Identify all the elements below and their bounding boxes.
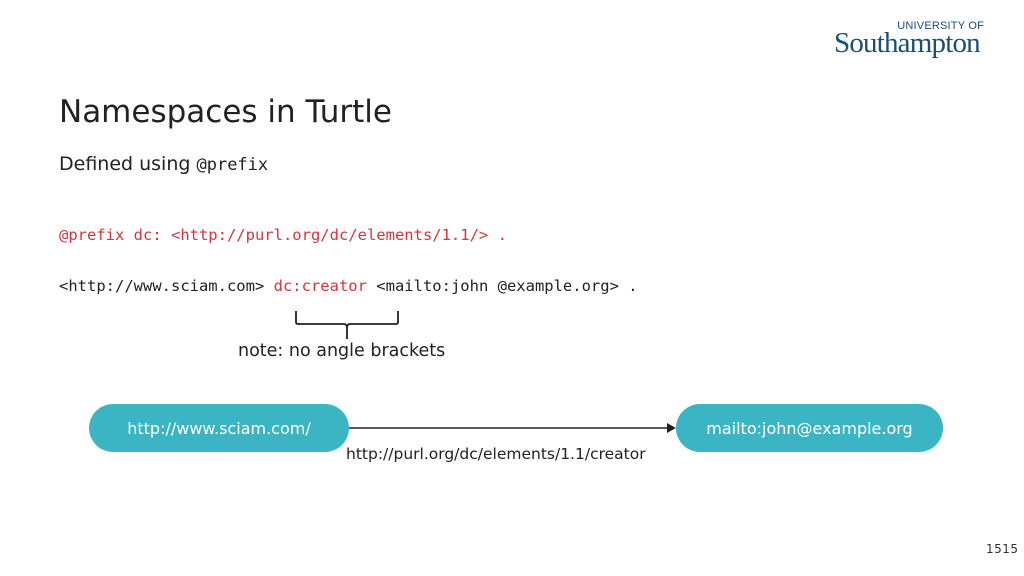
subject-node-label: http://www.sciam.com/	[127, 418, 311, 438]
slide-subtitle: Defined using @prefix	[59, 153, 268, 175]
triple-object: <mailto:john @example.org> .	[366, 277, 638, 295]
subject-node: http://www.sciam.com/	[89, 404, 349, 452]
slide-title: Namespaces in Turtle	[59, 94, 392, 130]
subtitle-text: Defined using	[59, 153, 197, 175]
object-node: mailto:john@example.org	[676, 404, 943, 452]
logo-southampton: Southampton	[834, 27, 981, 59]
subtitle-code: @prefix	[196, 155, 269, 175]
page-number: 1515	[986, 542, 1019, 556]
arrow-icon	[349, 423, 676, 433]
brace-icon	[295, 311, 399, 339]
edge-label: http://purl.org/dc/elements/1.1/creator	[346, 445, 646, 463]
logo-university-of: UNIVERSITY OF	[897, 20, 984, 32]
object-node-label: mailto:john@example.org	[706, 418, 913, 438]
prefix-declaration: @prefix dc: <http://purl.org/dc/elements…	[59, 226, 507, 244]
triple-subject: <http://www.sciam.com>	[59, 277, 274, 295]
turtle-triple: <http://www.sciam.com> dc:creator <mailt…	[59, 277, 638, 295]
note-label: note: no angle brackets	[238, 341, 446, 361]
triple-predicate: dc:creator	[273, 277, 367, 295]
